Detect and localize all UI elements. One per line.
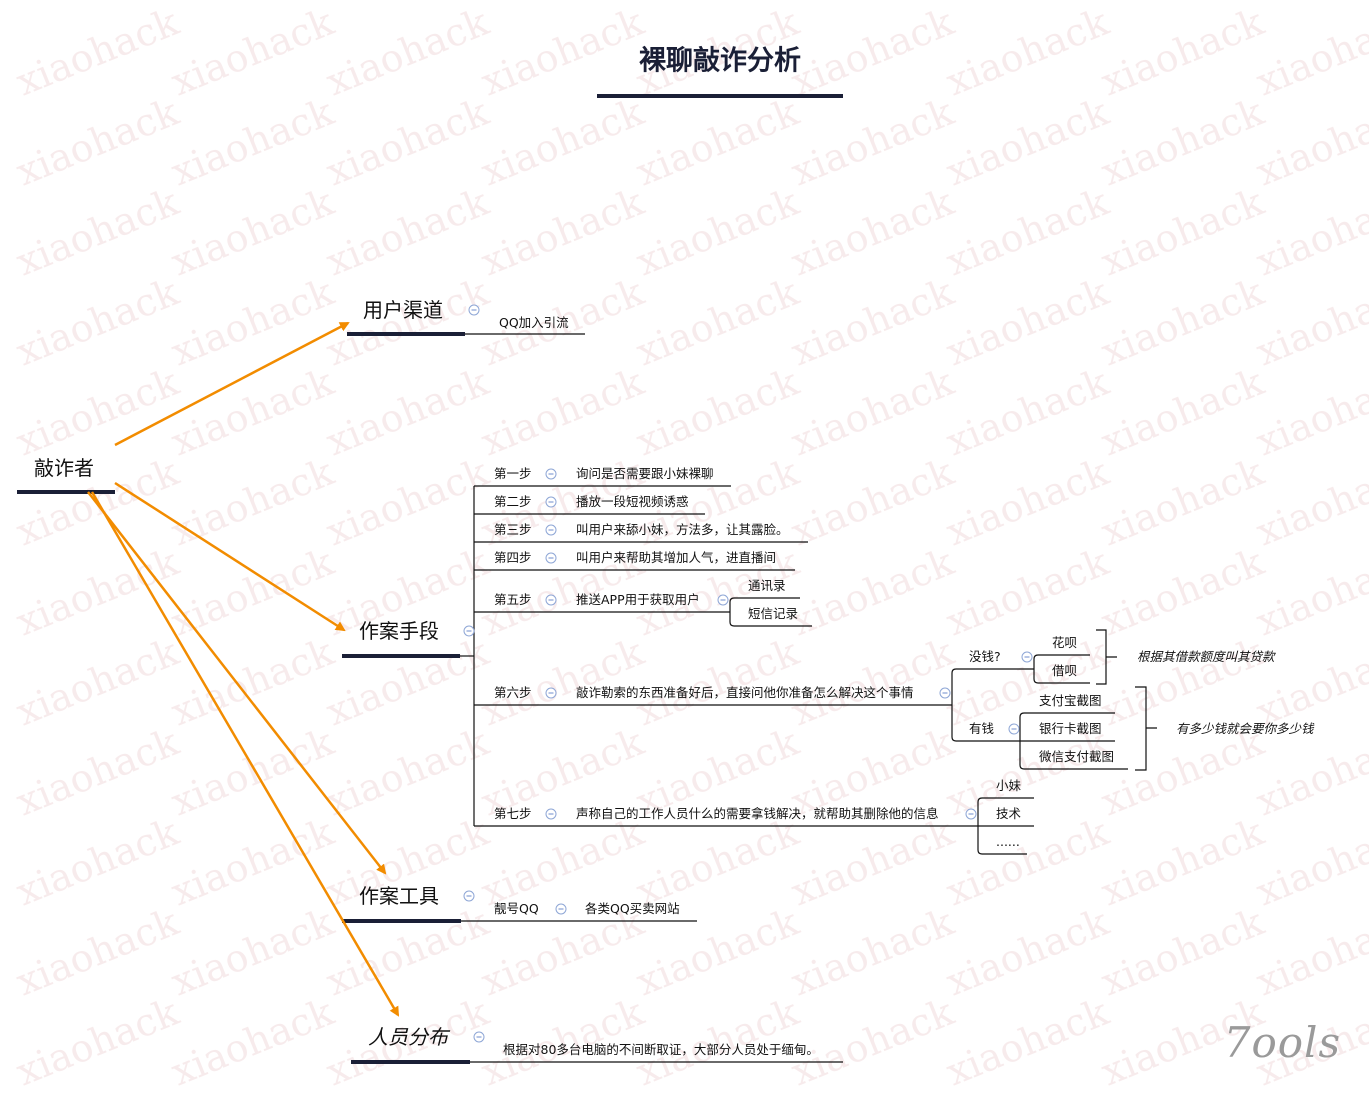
step-text[interactable]: 推送APP用于获取用户	[576, 591, 700, 607]
arrow-to-method	[114, 481, 346, 632]
step-label[interactable]: 第七步	[494, 805, 532, 821]
no-money-node[interactable]: 没钱?	[969, 648, 1001, 664]
collapse-icon[interactable]	[1008, 723, 1020, 735]
branch-channel[interactable]: 用户渠道	[363, 298, 443, 322]
step7-child[interactable]: ......	[996, 833, 1020, 849]
tools-logo: 7ools	[1223, 1018, 1341, 1067]
arrow-to-tools	[87, 491, 387, 875]
has-money-child[interactable]: 支付宝截图	[1039, 692, 1102, 708]
has-money-child[interactable]: 银行卡截图	[1039, 720, 1102, 736]
no-money-child[interactable]: 花呗	[1052, 634, 1078, 650]
collapse-icon[interactable]	[545, 468, 557, 480]
collapse-icon[interactable]	[545, 524, 557, 536]
has-money-child[interactable]: 微信支付截图	[1039, 748, 1115, 764]
step-label[interactable]: 第一步	[494, 465, 532, 481]
tools-child[interactable]: 靓号QQ	[494, 900, 539, 916]
collapse-icon[interactable]	[473, 1031, 485, 1043]
step5-child[interactable]: 短信记录	[748, 605, 799, 621]
page-title: 裸聊敲诈分析	[639, 45, 801, 77]
collapse-icon[interactable]	[545, 808, 557, 820]
collapse-icon[interactable]	[939, 687, 951, 699]
branch-people[interactable]: 人员分布	[368, 1025, 448, 1049]
step-text[interactable]: 询问是否需要跟小妹裸聊	[576, 465, 714, 481]
step7-child[interactable]: 小妹	[996, 777, 1022, 793]
step-text[interactable]: 叫用户来舔小妹，方法多，让其露脸。	[576, 521, 789, 537]
step-text[interactable]: 敲诈勒索的东西准备好后，直接问他你准备怎么解决这个事情	[576, 684, 914, 700]
step-text[interactable]: 播放一段短视频诱惑	[576, 493, 689, 509]
step-label[interactable]: 第二步	[494, 493, 532, 509]
has-money-note: 有多少钱就会要你多少钱	[1176, 720, 1314, 736]
no-money-note: 根据其借款额度叫其贷款	[1137, 648, 1275, 664]
step5-child[interactable]: 通讯录	[748, 577, 786, 593]
collapse-icon[interactable]	[463, 890, 475, 902]
arrow-to-people	[90, 491, 400, 1017]
branch-tools[interactable]: 作案工具	[359, 884, 439, 908]
collapse-icon[interactable]	[717, 594, 729, 606]
step-text[interactable]: 叫用户来帮助其增加人气，进直播间	[576, 549, 777, 565]
collapse-icon[interactable]	[1021, 651, 1033, 663]
collapse-icon[interactable]	[545, 552, 557, 564]
collapse-icon[interactable]	[463, 625, 475, 637]
collapse-icon[interactable]	[545, 496, 557, 508]
has-money-node[interactable]: 有钱	[969, 720, 995, 736]
step-label[interactable]: 第六步	[494, 684, 532, 700]
step-label[interactable]: 第四步	[494, 549, 532, 565]
collapse-icon[interactable]	[545, 594, 557, 606]
collapse-icon[interactable]	[555, 903, 567, 915]
collapse-icon[interactable]	[965, 808, 977, 820]
step-label[interactable]: 第三步	[494, 521, 532, 537]
step-label[interactable]: 第五步	[494, 591, 532, 607]
step7-child[interactable]: 技术	[996, 805, 1022, 821]
collapse-icon[interactable]	[545, 687, 557, 699]
branch-method[interactable]: 作案手段	[359, 619, 439, 643]
arrow-to-channel	[114, 321, 350, 447]
no-money-child[interactable]: 借呗	[1052, 662, 1078, 678]
tools-grandchild[interactable]: 各类QQ买卖网站	[585, 900, 680, 916]
channel-child[interactable]: QQ加入引流	[499, 314, 569, 330]
collapse-icon[interactable]	[468, 304, 480, 316]
people-child[interactable]: 根据对80多台电脑的不间断取证，大部分人员处于缅甸。	[503, 1041, 819, 1057]
root-node[interactable]: 敲诈者	[34, 456, 94, 480]
step-text[interactable]: 声称自己的工作人员什么的需要拿钱解决，就帮助其删除他的信息	[576, 805, 939, 821]
